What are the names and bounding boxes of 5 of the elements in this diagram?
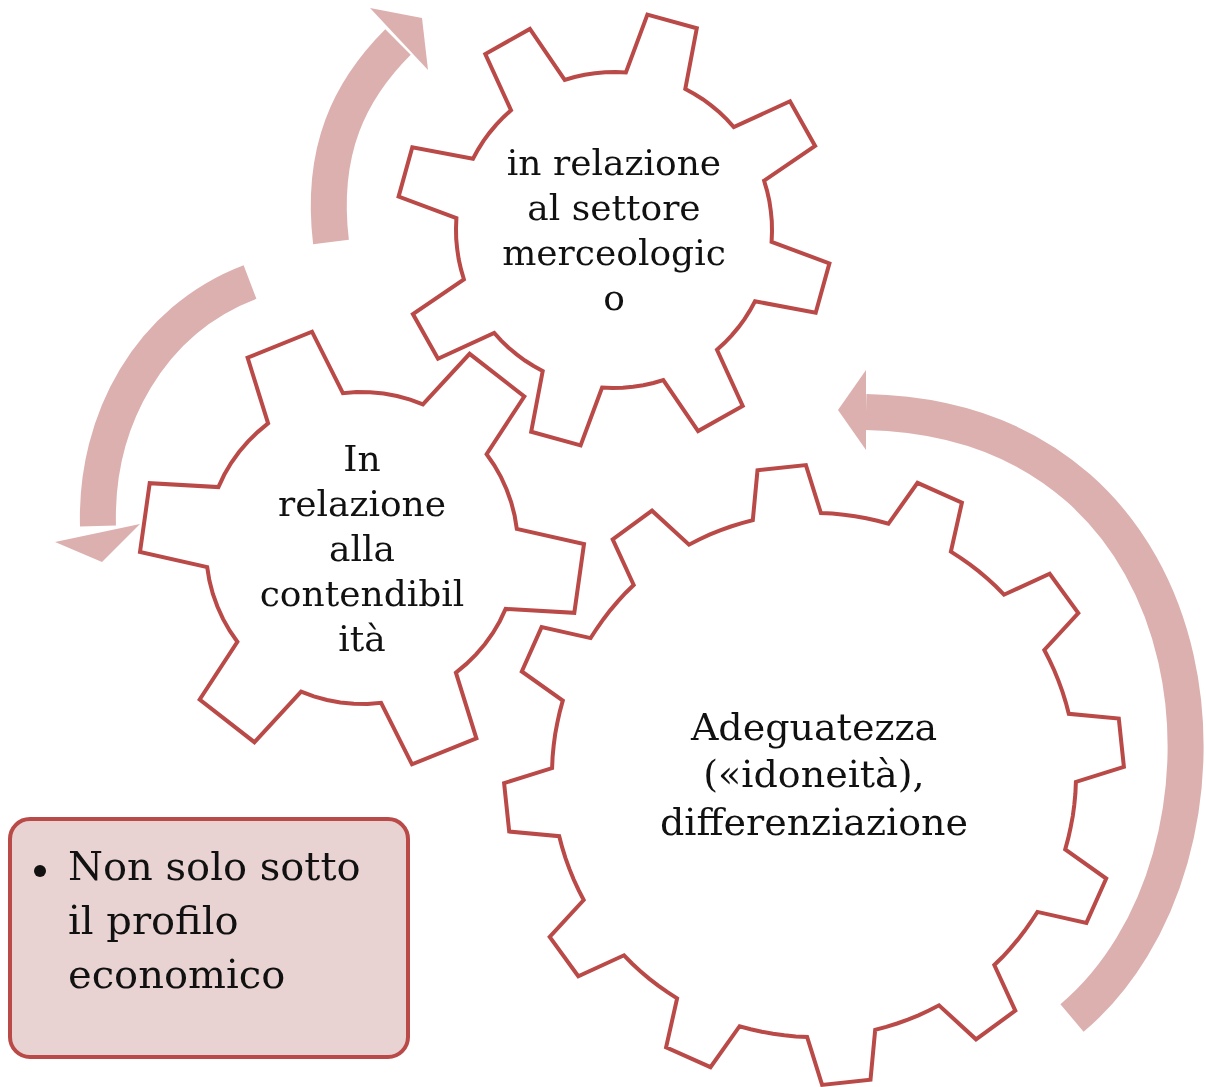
note-card (8, 817, 410, 1059)
gear-label: In relazione alla contendibilità (258, 436, 466, 661)
gear-label: in relazione al settore merceologico (501, 141, 727, 320)
bullet-text: Non solo sotto il profilo economico (68, 842, 362, 999)
gear-label: Adeguatezza («idoneità), differenziazione (659, 703, 969, 846)
